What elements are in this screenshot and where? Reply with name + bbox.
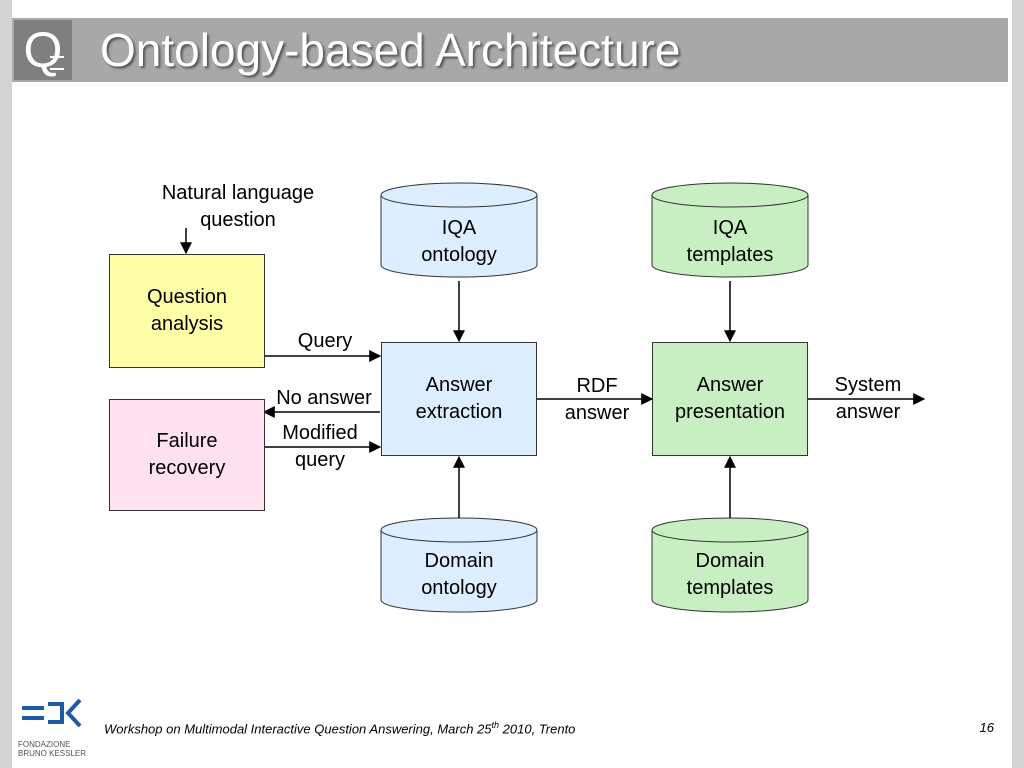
system-answer-label: System answer bbox=[834, 374, 902, 423]
failure-recovery-label: Failure recovery bbox=[148, 430, 226, 479]
q-logo-icon: Q bbox=[14, 20, 72, 80]
question-analysis-box: Question analysis bbox=[109, 254, 265, 368]
page-number: 16 bbox=[979, 720, 994, 735]
answer-presentation-box: Answer presentation bbox=[652, 342, 808, 456]
page-title: Ontology-based Architecture bbox=[100, 24, 681, 76]
slide-left-border bbox=[0, 0, 12, 768]
answer-presentation-label: Answer presentation bbox=[674, 374, 786, 423]
failure-recovery-box: Failure recovery bbox=[109, 399, 265, 511]
slide-top-border bbox=[0, 0, 1024, 18]
fbk-logo-caption: FONDAZIONE BRUNO KESSLER bbox=[18, 740, 87, 758]
domain-ontology-cylinder bbox=[380, 517, 538, 613]
modified-query-label: Modified query bbox=[282, 422, 358, 471]
footer-text-tail: 2010, Trento bbox=[499, 721, 576, 737]
slide-right-border bbox=[1012, 0, 1024, 768]
answer-extraction-box: Answer extraction bbox=[381, 342, 537, 456]
iqa-ontology-label: IQA ontology bbox=[421, 217, 497, 266]
fbk-logo-icon bbox=[22, 698, 82, 728]
answer-extraction-label: Answer extraction bbox=[415, 374, 503, 423]
iqa-ontology-cylinder bbox=[380, 182, 538, 278]
question-analysis-label: Question analysis bbox=[146, 286, 228, 335]
q-logo-lines bbox=[50, 56, 64, 70]
footer-text-sup: th bbox=[491, 720, 500, 730]
domain-templates-label: Domain templates bbox=[686, 550, 774, 599]
iqa-templates-label: IQA templates bbox=[686, 217, 774, 266]
footer-text: Workshop on Multimodal Interactive Quest… bbox=[104, 720, 575, 736]
natural-language-question-label: Natural language question bbox=[161, 182, 315, 231]
rdf-answer-label: RDF answer bbox=[564, 375, 630, 424]
iqa-templates-cylinder bbox=[651, 182, 809, 278]
footer-text-main: Workshop on Multimodal Interactive Quest… bbox=[104, 721, 492, 737]
title-bar bbox=[12, 18, 1008, 82]
domain-templates-cylinder bbox=[651, 517, 809, 613]
query-label: Query bbox=[297, 330, 353, 352]
no-answer-label: No answer bbox=[276, 387, 372, 409]
domain-ontology-label: Domain ontology bbox=[421, 550, 497, 599]
